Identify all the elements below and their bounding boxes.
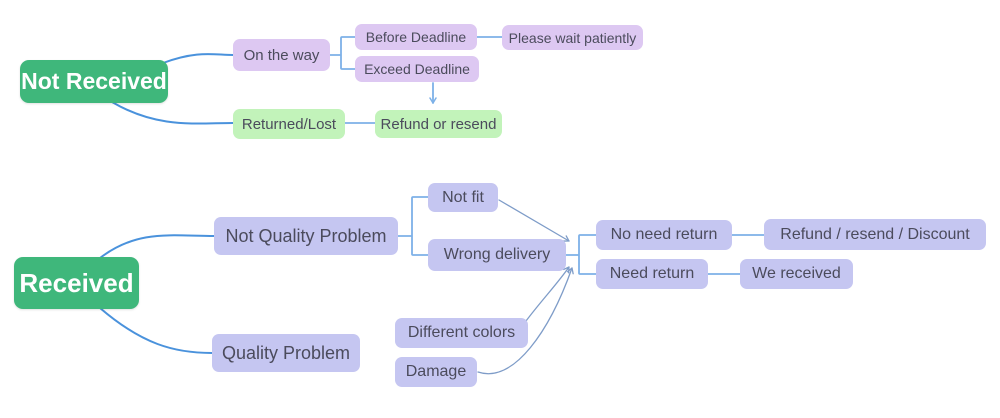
connector-received-quality — [99, 307, 213, 354]
connector-wrongdelivery-bracket — [565, 234, 597, 275]
received-node: Received — [14, 257, 139, 309]
not-fit-node: Not fit — [428, 183, 498, 212]
connector-notreceived-returnedlost — [111, 101, 234, 125]
connector-notreceived-ontheway — [162, 53, 234, 64]
we-received-node: We received — [740, 259, 853, 289]
returned-lost-node: Returned/Lost — [233, 109, 345, 139]
refund-resend-discount-node: Refund / resend / Discount — [764, 219, 986, 250]
not-received-node: Not Received — [20, 60, 168, 103]
on-the-way-node: On the way — [233, 39, 330, 71]
arrow-damage-junction — [477, 267, 574, 375]
different-colors-node: Different colors — [395, 318, 528, 348]
quality-problem-node: Quality Problem — [212, 334, 360, 372]
connector-received-notquality — [99, 234, 215, 259]
please-wait-patiently-node: Please wait patiently — [502, 25, 643, 50]
arrow-notfit-junction — [498, 199, 570, 242]
refund-or-resend-node: Refund or resend — [375, 110, 502, 138]
connector-notquality-bracket — [397, 196, 429, 256]
arrow-differentcolors-junction — [525, 266, 570, 322]
damage-node: Damage — [395, 357, 477, 387]
no-need-return-node: No need return — [596, 220, 732, 250]
need-return-node: Need return — [596, 259, 708, 289]
wrong-delivery-node: Wrong delivery — [428, 239, 566, 271]
not-quality-problem-node: Not Quality Problem — [214, 217, 398, 255]
connector-ontheway-bracket — [329, 36, 356, 70]
exceed-deadline-node: Exceed Deadline — [355, 56, 479, 82]
before-deadline-node: Before Deadline — [355, 24, 477, 50]
